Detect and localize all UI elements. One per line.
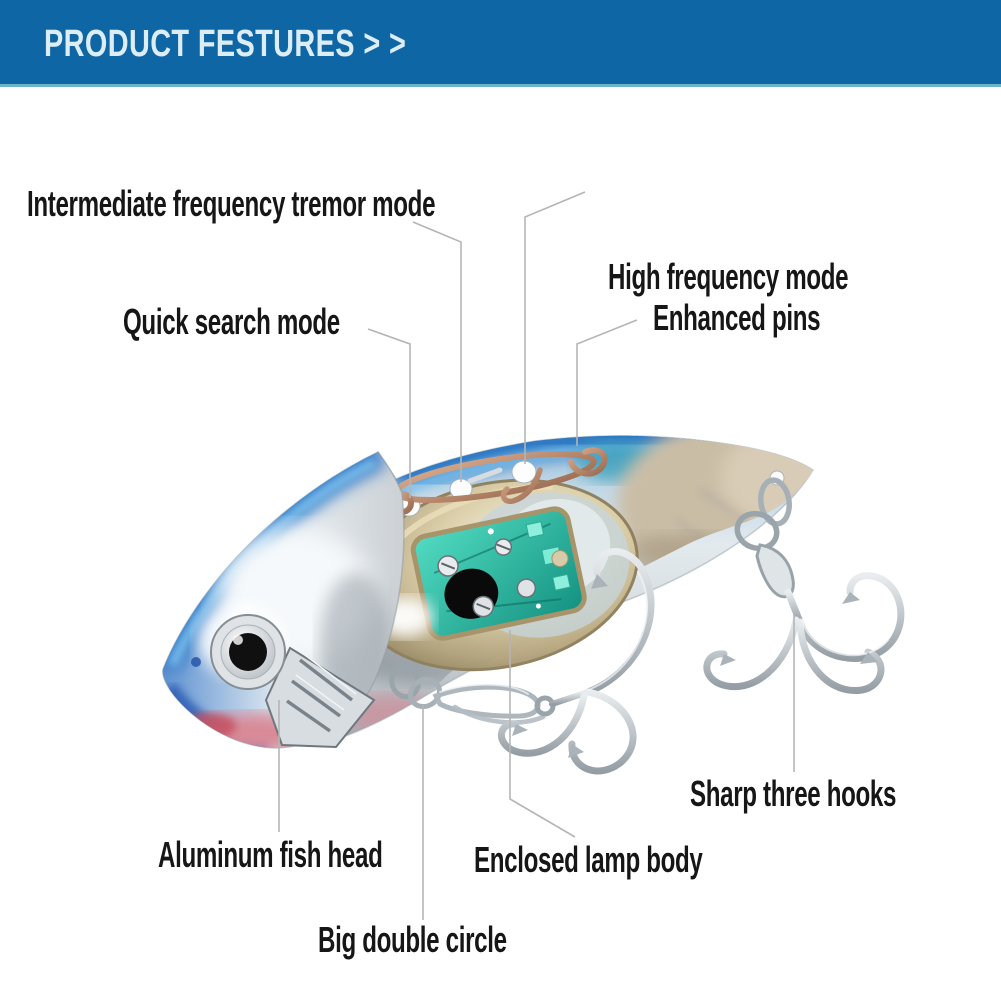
page-title: PRODUCT FESTURES > > (44, 23, 407, 65)
callout-label-sharp-three-hooks: Sharp three hooks (690, 773, 897, 814)
header-banner: PRODUCT FESTURES > > (0, 0, 1001, 87)
tail-treble-hook (703, 572, 905, 695)
gill-plate (264, 646, 376, 749)
callout-line-lamp-body (509, 630, 576, 838)
callout-line-intermediate (412, 221, 462, 482)
callout-label-high-frequency: High frequency mode (608, 256, 849, 297)
callout-line-high-frequency (524, 191, 586, 464)
callout-lines (278, 191, 795, 920)
callout-label-big-double-circle: Big double circle (318, 919, 507, 960)
callout-label-quick-search: Quick search mode (123, 301, 340, 342)
callout-label-aluminum-fish-head: Aluminum fish head (158, 834, 383, 875)
callout-label-intermediate-frequency: Intermediate frequency tremor mode (27, 183, 436, 224)
belly-treble-hook (498, 548, 655, 775)
callout-line-enhanced-pins (576, 319, 638, 446)
fish-eye (191, 614, 286, 690)
callout-line-quick-search (367, 328, 411, 498)
head-dot (191, 657, 201, 667)
callout-label-enclosed-lamp-body: Enclosed lamp body (474, 839, 703, 880)
callout-label-enhanced-pins: Enhanced pins (653, 297, 821, 338)
aluminum-fish-head (162, 451, 405, 749)
circuit-board (410, 506, 587, 641)
